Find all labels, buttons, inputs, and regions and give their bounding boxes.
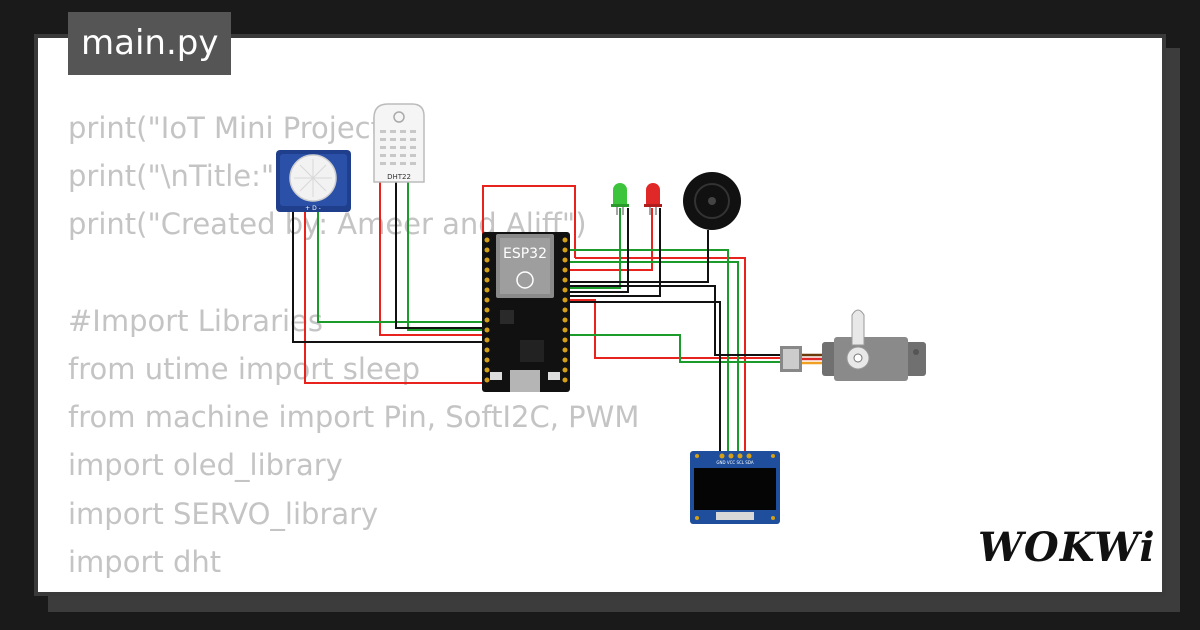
oled-pin-labels: GND VCC SCL SDA — [716, 460, 753, 465]
wires — [292, 182, 780, 455]
code-line: from machine import Pin, SoftI2C, PWM — [68, 400, 640, 435]
wire-green — [570, 334, 780, 363]
wire-black — [570, 230, 709, 283]
wire-green — [317, 210, 483, 323]
dht22-sensor[interactable]: DHT22 — [373, 103, 425, 183]
servo-motor[interactable] — [780, 309, 926, 381]
code-line: import dht — [68, 544, 222, 579]
wire-green — [570, 208, 621, 289]
wire-red — [379, 182, 483, 336]
pir-pin-labels: + D - — [305, 205, 321, 212]
wire-green — [570, 249, 729, 455]
wire-red — [482, 185, 576, 258]
circuit-diagram: + D - DHT22 ESP32 — [276, 103, 926, 524]
wire-green — [407, 182, 483, 331]
preview-card: print("IoT Mini Project")print("\nTitle:… — [34, 34, 1166, 596]
led-green[interactable] — [611, 183, 629, 215]
wokwi-logo: WOKWi — [978, 524, 1156, 571]
led-red[interactable] — [644, 183, 662, 215]
wire-red — [570, 299, 780, 359]
pir-sensor[interactable]: + D - — [276, 150, 351, 212]
wire-black — [395, 182, 483, 329]
filename-tab: main.py — [68, 12, 232, 75]
wire-red — [575, 257, 746, 455]
wire-black — [570, 208, 629, 293]
code-line: import oled_library — [68, 448, 343, 483]
code-line: print("\nTitle:") — [68, 159, 286, 194]
code-line: from utime import sleep — [68, 351, 421, 386]
oled-display[interactable]: GND VCC SCL SDA — [690, 451, 780, 524]
esp32-label: ESP32 — [503, 246, 547, 262]
code-line: #Import Libraries — [68, 303, 324, 338]
wire-black — [570, 301, 721, 455]
wire-red — [570, 208, 653, 271]
wire-black — [570, 285, 780, 356]
wire-red — [304, 210, 483, 384]
code-line: import SERVO_library — [68, 496, 379, 531]
esp32-board[interactable]: ESP32 — [482, 232, 570, 392]
wire-black — [292, 210, 483, 343]
wire-black — [570, 208, 661, 297]
buzzer[interactable] — [683, 172, 741, 230]
wire-green — [570, 261, 739, 455]
dht22-label: DHT22 — [387, 173, 411, 181]
